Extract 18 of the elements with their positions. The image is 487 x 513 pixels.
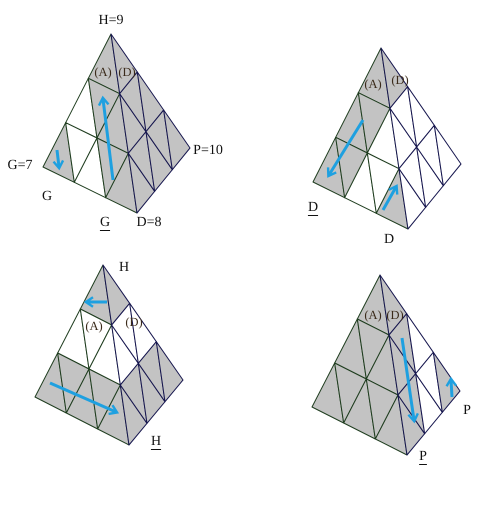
face-label: (A) <box>364 76 382 92</box>
vertex-label: P <box>463 403 471 419</box>
vertex-label: G <box>42 189 52 205</box>
vertex-label: G <box>100 215 110 231</box>
face-label: (D) <box>386 307 404 323</box>
vertex-label: H <box>150 434 162 450</box>
vertex-label: P <box>419 449 427 465</box>
vertex-label: D <box>384 232 394 248</box>
face-label: (A) <box>94 64 112 80</box>
vertex-label: D=8 <box>136 215 162 231</box>
vertex-label: H <box>118 260 130 276</box>
vertex-label: G=7 <box>8 158 32 174</box>
vertex-label: D <box>308 200 318 216</box>
face-label: (A) <box>364 307 382 323</box>
face-label: (A) <box>85 318 103 334</box>
face-label: (D) <box>118 64 136 80</box>
vertex-label: P=10 <box>193 143 223 159</box>
vertex-label: H=9 <box>98 13 124 29</box>
